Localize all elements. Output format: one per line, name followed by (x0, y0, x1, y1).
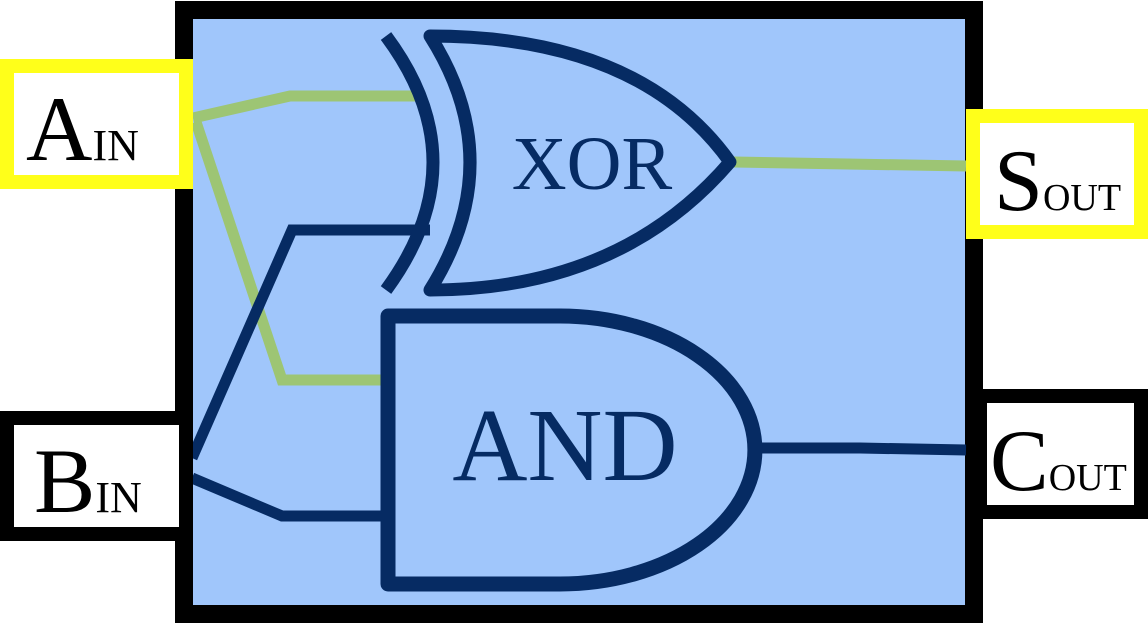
port-b-in-main: B (34, 430, 95, 532)
xor-gate-body (423, 29, 737, 297)
port-c-out: COUT (973, 389, 1148, 519)
svg-text:COUT: COUT (990, 413, 1127, 510)
wire-a-to-and (190, 120, 388, 386)
xor-gate-label: XOR (512, 122, 673, 206)
svg-text:SOUT: SOUT (994, 133, 1121, 230)
port-b-in-sub: IN (95, 473, 141, 522)
svg-text:BIN: BIN (34, 430, 142, 532)
wire-b-to-and (189, 472, 388, 522)
wire-xor-to-s (733, 156, 967, 172)
xor-gate-back-arc (380, 32, 440, 294)
wire-and-to-c (758, 442, 967, 456)
port-c-out-main: C (990, 413, 1049, 510)
port-a-in-sub: IN (92, 121, 138, 170)
port-s-out-main: S (994, 133, 1043, 230)
port-s-out: SOUT (966, 109, 1148, 239)
port-c-out-sub: OUT (1049, 457, 1127, 499)
and-gate-body (380, 308, 763, 592)
port-a-in: AIN (0, 59, 193, 189)
port-a-in-box (0, 59, 193, 189)
port-c-out-box (973, 389, 1148, 519)
port-s-out-box (966, 109, 1148, 239)
wire-b-to-xor (186, 224, 430, 461)
port-b-in: BIN (0, 411, 193, 541)
and-gate: AND (380, 308, 763, 592)
port-b-in-box (0, 411, 193, 541)
port-s-out-sub: OUT (1043, 177, 1121, 219)
xor-gate: XOR (380, 29, 737, 297)
and-gate-label: AND (452, 388, 677, 503)
port-a-in-main: A (26, 78, 92, 180)
wire-a-to-xor (191, 90, 420, 124)
svg-text:AIN: AIN (26, 78, 139, 180)
